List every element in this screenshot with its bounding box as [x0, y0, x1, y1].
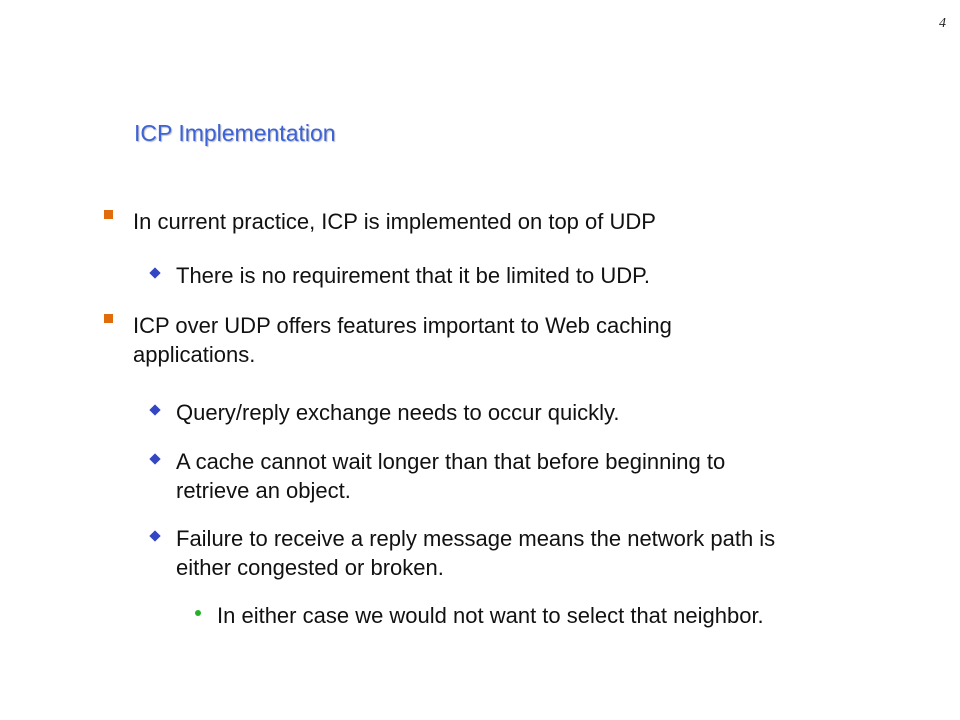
diamond-bullet-icon: [149, 530, 161, 542]
dot-bullet-icon: [195, 610, 201, 616]
square-bullet-icon: [104, 210, 113, 219]
diamond-bullet-icon: [149, 404, 161, 416]
diamond-bullet-icon: [149, 267, 161, 279]
sub-bullet-text: Failure to receive a reply message means…: [176, 526, 776, 551]
diamond-bullet-icon: [149, 453, 161, 465]
bullet-text-continuation: applications.: [133, 342, 256, 367]
page-number: 4: [939, 16, 946, 31]
sub-sub-bullet-text: In either case we would not want to sele…: [217, 603, 764, 628]
slide-title: ICP Implementation: [134, 120, 336, 146]
square-bullet-icon: [104, 314, 113, 323]
sub-bullet-text-continuation: either congested or broken.: [176, 555, 444, 580]
bullet-text: ICP over UDP offers features important t…: [133, 313, 672, 338]
sub-bullet-text: A cache cannot wait longer than that bef…: [176, 449, 726, 474]
bullet-text: In current practice, ICP is implemented …: [133, 209, 656, 234]
sub-bullet-text: There is no requirement that it be limit…: [176, 263, 651, 288]
sub-bullet-text-continuation: retrieve an object.: [176, 478, 351, 503]
sub-bullet-text: Query/reply exchange needs to occur quic…: [176, 400, 620, 425]
